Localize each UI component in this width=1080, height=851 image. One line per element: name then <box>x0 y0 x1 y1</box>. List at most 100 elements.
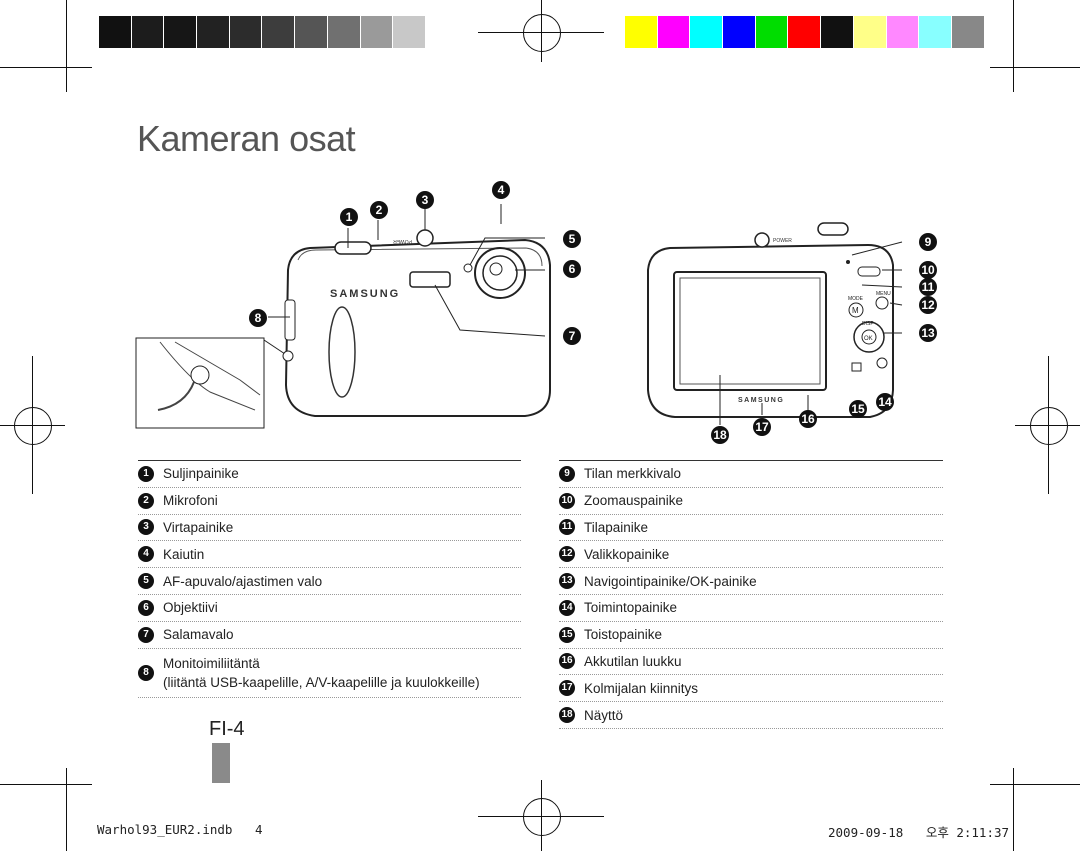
part-label-text: Tilapainike <box>584 519 649 535</box>
back-m-text: M <box>852 306 859 315</box>
part-label: Monitoimiliitäntä (liitäntä USB-kaapelill… <box>163 654 480 692</box>
front-callout-3: 3 <box>416 191 434 209</box>
part-row: 12 Valikkopainike <box>559 541 943 569</box>
part-label: Objektiivi <box>163 600 218 615</box>
color-swatch <box>625 16 658 48</box>
gray-swatch <box>295 16 328 48</box>
part-row: 18 Näyttö <box>559 702 943 729</box>
grayscale-color-bar <box>99 16 459 48</box>
back-brand-text: SAMSUNG <box>738 397 784 404</box>
gray-swatch <box>99 16 132 48</box>
part-row: 5 AF-apuvalo/ajastimen valo <box>138 568 521 595</box>
part-number-badge: 10 <box>559 492 575 509</box>
color-swatch <box>919 16 952 48</box>
part-number-badge: 14 <box>559 599 575 616</box>
part-label-text: Suljinpainike <box>163 466 239 482</box>
part-number-badge: 3 <box>138 519 154 536</box>
part-label: Tilan merkkivalo <box>584 466 681 481</box>
process-color-bar <box>625 16 985 48</box>
back-callout-17: 17 <box>753 418 771 436</box>
color-swatch <box>821 16 854 48</box>
color-swatch <box>886 16 920 48</box>
part-label-text: Näyttö <box>584 707 624 723</box>
part-row: 15 Toistopainike <box>559 622 943 649</box>
color-swatch <box>951 16 985 48</box>
part-label-text: Virtapainike <box>163 519 234 535</box>
camera-back-illustration: POWER SAMSUNG M MODE MENU OK DISP <box>647 222 903 425</box>
gray-swatch <box>262 16 296 48</box>
part-label-text: Zoomauspainike <box>584 493 684 509</box>
back-power-text: POWER <box>773 238 792 244</box>
part-row: 4 Kaiutin <box>138 541 521 569</box>
part-label: Toimintopainike <box>584 600 677 615</box>
gray-swatch <box>229 16 263 48</box>
part-number-badge: 2 <box>138 492 154 509</box>
back-disp-text: DISP <box>862 321 874 327</box>
color-swatch <box>690 16 724 48</box>
part-number-badge: 17 <box>559 680 575 697</box>
gray-swatch <box>131 16 165 48</box>
gray-swatch <box>393 16 426 48</box>
part-number-badge: 1 <box>138 465 154 482</box>
part-label-text: Kolmijalan kiinnitys <box>584 680 699 696</box>
back-mode-text: MODE <box>848 296 864 302</box>
side-tab-marker <box>212 743 230 783</box>
part-number-badge: 15 <box>559 626 575 643</box>
color-swatch <box>755 16 789 48</box>
part-label: Suljinpainike <box>163 466 239 481</box>
part-row: 3 Virtapainike <box>138 515 521 542</box>
color-swatch <box>788 16 822 48</box>
part-row: 13 Navigointipainike/OK-painike <box>559 568 943 595</box>
back-callout-12: 12 <box>919 296 937 314</box>
front-callout-4: 4 <box>492 181 510 199</box>
back-callout-16: 16 <box>799 410 817 428</box>
part-label-text: Valikkopainike <box>584 546 670 562</box>
gray-swatch <box>327 16 361 48</box>
part-number-badge: 12 <box>559 546 575 563</box>
part-label: AF-apuvalo/ajastimen valo <box>163 574 322 589</box>
back-menu-text: MENU <box>876 291 891 297</box>
part-number-badge: 13 <box>559 573 575 590</box>
part-label: Akkutilan luukku <box>584 654 682 669</box>
front-callout-8: 8 <box>249 309 267 327</box>
part-label: Valikkopainike <box>584 547 669 562</box>
part-number-badge: 11 <box>559 519 575 536</box>
front-callout-1: 1 <box>340 208 358 226</box>
part-row: 10 Zoomauspainike <box>559 488 943 515</box>
gray-swatch <box>360 16 394 48</box>
front-callout-2: 2 <box>370 201 388 219</box>
color-swatch <box>853 16 887 48</box>
front-callout-5: 5 <box>563 230 581 248</box>
camera-front-illustration: POWER SAMSUNG <box>135 204 551 429</box>
part-number-badge: 5 <box>138 573 154 590</box>
part-row: 16 Akkutilan luukku <box>559 649 943 676</box>
part-number-badge: 18 <box>559 707 575 724</box>
part-label: Kolmijalan kiinnitys <box>584 681 698 696</box>
part-sublabel-text: (liitäntä USB-kaapelille, A/V-kaapelille… <box>163 674 480 690</box>
part-label-text: Objektiivi <box>163 600 218 616</box>
part-label-text: Monitoimiliitäntä <box>163 655 260 671</box>
color-swatch <box>657 16 691 48</box>
back-ok-text: OK <box>864 336 873 342</box>
part-row: 17 Kolmijalan kiinnitys <box>559 675 943 703</box>
back-callout-9: 9 <box>919 233 937 251</box>
part-label-text: Navigointipainike/OK-painike <box>584 573 757 589</box>
part-label: Tilapainike <box>584 520 648 535</box>
part-label-text: Toistopainike <box>584 627 663 643</box>
part-label-text: Salamavalo <box>163 627 234 643</box>
part-label-text: Kaiutin <box>163 546 205 562</box>
part-number-badge: 16 <box>559 653 575 670</box>
back-callout-18: 18 <box>711 426 729 444</box>
page-number: FI-4 <box>209 718 245 740</box>
front-brand-text: SAMSUNG <box>330 288 400 300</box>
part-label: Näyttö <box>584 708 623 723</box>
back-callout-13: 13 <box>919 324 937 342</box>
part-label: Salamavalo <box>163 627 234 642</box>
part-number-badge: 4 <box>138 546 154 563</box>
part-label: Navigointipainike/OK-painike <box>584 574 757 589</box>
